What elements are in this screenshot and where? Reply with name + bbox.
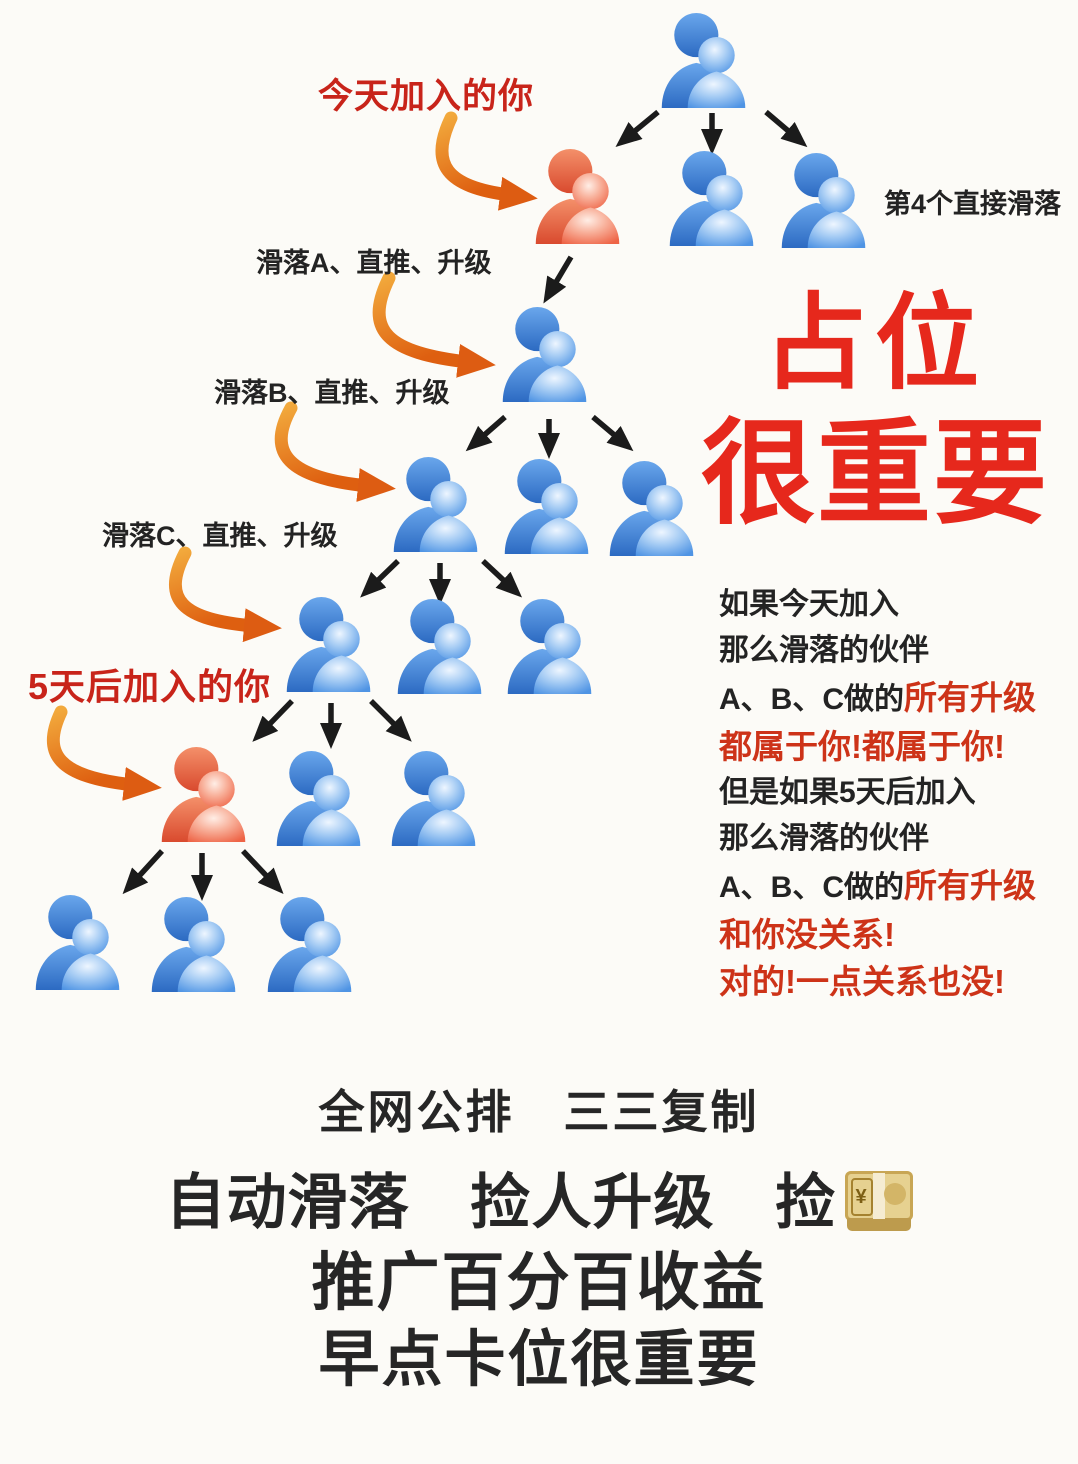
explanation-line: 都属于你!都属于你! — [719, 728, 1005, 765]
person-node-l6-2 — [271, 750, 367, 846]
explanation-line: 但是如果5天后加入 — [719, 776, 976, 809]
curved-arrow-slide-a — [372, 271, 496, 378]
person-node-l6-3 — [386, 750, 482, 846]
headline-line1: 占位 — [762, 286, 987, 402]
curved-arrow-join-later — [46, 705, 162, 801]
explanation-text: 如果今天加入 那么滑落的伙伴 A、B、C做的所有升级 都属于你!都属于你! 但是… — [719, 582, 1069, 1005]
banknote-bottom-strip — [846, 1218, 911, 1231]
label-slide-b: 滑落B、直推、升级 — [214, 378, 450, 408]
people-icon — [497, 306, 593, 402]
label-slide-c: 滑落C、直推、升级 — [102, 521, 338, 551]
person-node-you-later — [156, 746, 252, 842]
people-icon — [664, 150, 760, 246]
person-node-l2-2 — [664, 150, 760, 246]
person-node-l7-1 — [30, 894, 126, 990]
person-node-l3-1 — [497, 306, 593, 402]
people-icon — [392, 598, 488, 694]
footer-slogans: 全网公排 三三复制 自动滑落 捡人升级 捡 ¥ 推广百分百收益 早点卡位很重要 — [0, 1086, 1078, 1394]
person-node-l2-3 — [776, 152, 872, 248]
label-join-5days: 5天后加入的你 — [28, 666, 272, 707]
people-icon — [499, 458, 595, 554]
explanation-line: 和你没关系! — [719, 916, 895, 953]
people-icon — [146, 896, 242, 992]
explanation-line: 如果今天加入 — [719, 588, 899, 621]
money-banknote-icon: ¥ — [844, 1171, 913, 1231]
banknote-band — [872, 1173, 885, 1219]
line-black-part: A、B、C做的 — [719, 683, 904, 716]
people-icon — [262, 896, 358, 992]
person-node-l4-2 — [499, 458, 595, 554]
slogan-line3: 推广百分百收益 — [311, 1248, 767, 1318]
curved-arrow-join-today — [435, 111, 538, 211]
person-node-l5-2 — [392, 598, 488, 694]
banknote-watermark — [883, 1183, 906, 1205]
people-icon — [281, 596, 377, 692]
people-icon — [530, 148, 626, 244]
line-black-part: A、B、C做的 — [719, 871, 904, 904]
person-node-you-today — [530, 148, 626, 244]
person-node-l5-3 — [502, 598, 598, 694]
people-icon — [502, 598, 598, 694]
slogan-line1: 全网公排 三三复制 — [318, 1086, 760, 1138]
people-icon — [388, 456, 484, 552]
explanation-line: 那么滑落的伙伴 — [719, 634, 929, 667]
label-fourth-direct-slide: 第4个直接滑落 — [884, 189, 1062, 219]
people-icon — [271, 750, 367, 846]
explanation-line: A、B、C做的所有升级 — [719, 862, 1069, 911]
people-icon — [656, 12, 752, 108]
curved-arrow-slide-b — [274, 401, 396, 502]
explanation-line: 那么滑落的伙伴 — [719, 822, 929, 855]
person-node-l7-2 — [146, 896, 242, 992]
people-icon — [30, 894, 126, 990]
person-node-l7-3 — [262, 896, 358, 992]
line-red-part: 所有升级 — [904, 867, 1036, 904]
people-icon — [386, 750, 482, 846]
headline-line2: 很重要 — [700, 411, 1049, 538]
headline: 占位 很重要 — [655, 292, 1078, 532]
line-red-part: 所有升级 — [904, 679, 1036, 716]
person-node-top — [656, 12, 752, 108]
people-icon — [156, 746, 252, 842]
slogan-line4: 早点卡位很重要 — [318, 1325, 760, 1393]
slogan-line2-text: 自动滑落 捡人升级 捡 — [165, 1169, 837, 1236]
label-slide-a: 滑落A、直推、升级 — [256, 248, 492, 278]
label-join-today: 今天加入的你 — [318, 77, 535, 116]
explanation-line: 对的!一点关系也没! — [719, 963, 1005, 1000]
person-node-l5-1 — [281, 596, 377, 692]
people-icon — [776, 152, 872, 248]
explanation-line: A、B、C做的所有升级 — [719, 674, 1069, 723]
yen-symbol: ¥ — [850, 1178, 873, 1216]
slogan-line2: 自动滑落 捡人升级 捡 ¥ — [0, 1166, 1078, 1240]
person-node-l4-1 — [388, 456, 484, 552]
curved-arrow-slide-c — [169, 546, 282, 643]
